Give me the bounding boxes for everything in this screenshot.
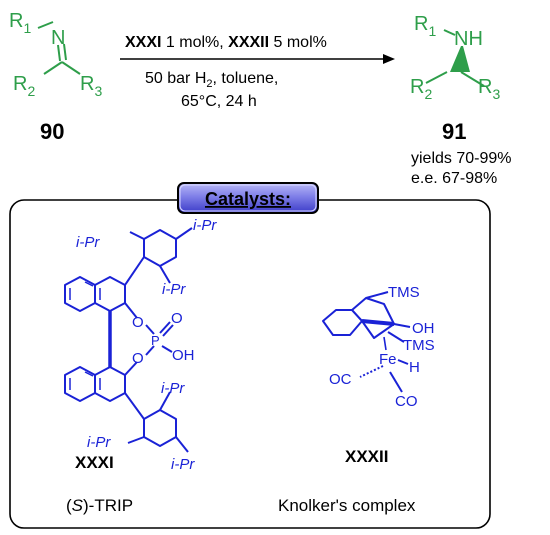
- knolker-bonds: [322, 291, 411, 393]
- trip-oxygen-label: O: [132, 350, 144, 367]
- catalysts-header-label: Catalysts:: [205, 189, 291, 209]
- compound-id-91: 91: [442, 119, 466, 144]
- product-r3: R3: [478, 76, 500, 102]
- reactant-r3: R3: [80, 73, 102, 99]
- product-yields: yields 70-99%: [411, 150, 512, 167]
- catalyst-knolker-structure: TMS OH TMS Fe H OC CO: [322, 284, 435, 410]
- catalyst-id-xxxii: XXXII: [345, 447, 388, 466]
- trip-hydroxyl-label: OH: [172, 347, 195, 364]
- product-nh: NH: [454, 28, 483, 50]
- reactant-r2: R2: [13, 73, 35, 99]
- reactant-r1: R1: [9, 10, 31, 36]
- conditions-line-1: XXXI 1 mol%, XXXII 5 mol%: [125, 34, 327, 51]
- knolker-hydride-label: H: [409, 359, 420, 376]
- conditions-line-2: 50 bar H2, toluene,: [145, 70, 278, 90]
- catalyst-trip-structure: i-Pr i-Pr i-Pr O O P O OH i-Pr i-Pr i-Pr: [64, 217, 217, 473]
- reaction-arrow: [120, 54, 395, 64]
- product-r2: R2: [410, 76, 432, 102]
- reaction-conditions: XXXI 1 mol%, XXXII 5 mol% 50 bar H2, tol…: [120, 34, 395, 110]
- trip-ipr-label: i-Pr: [76, 234, 100, 251]
- product-ee: e.e. 67-98%: [411, 170, 497, 187]
- trip-ipr-label: i-Pr: [162, 281, 186, 298]
- knolker-tms-label: TMS: [388, 284, 420, 301]
- product-r1: R1: [414, 13, 436, 39]
- stereo-wedge-bond: [450, 46, 470, 72]
- imine-bonds: [37, 21, 81, 75]
- trip-ipr-label: i-Pr: [193, 217, 217, 234]
- catalyst-id-xxxi: XXXI: [75, 453, 114, 472]
- trip-oxygen-label: O: [132, 314, 144, 331]
- trip-oxo-label: O: [171, 310, 183, 327]
- knolker-carbonyl-label: OC: [329, 371, 352, 388]
- product-amine: R1 NH R2 R3 91 yields 70-99% e.e. 67-98%: [410, 13, 512, 187]
- knolker-iron-label: Fe: [379, 351, 397, 368]
- trip-phosphorus-label: P: [151, 333, 160, 348]
- knolker-hydroxyl-label: OH: [412, 320, 435, 337]
- amine-bonds: [425, 29, 456, 84]
- catalyst-name-trip: (S)-TRIP: [66, 496, 133, 515]
- knolker-tms-label: TMS: [403, 337, 435, 354]
- trip-ipr-label: i-Pr: [171, 456, 195, 473]
- trip-ipr-label: i-Pr: [161, 380, 185, 397]
- trip-ipr-label: i-Pr: [87, 434, 111, 451]
- trip-bonds: [64, 227, 193, 453]
- knolker-carbonyl-label: CO: [395, 393, 418, 410]
- compound-id-90: 90: [40, 119, 64, 144]
- reactant-n: N: [51, 27, 65, 49]
- reactant-imine: R1 N R2 R3 90: [9, 10, 102, 144]
- catalysts-header: Catalysts:: [177, 182, 319, 214]
- catalyst-name-knolker: Knolker's complex: [278, 496, 416, 515]
- conditions-line-3: 65°C, 24 h: [181, 93, 257, 110]
